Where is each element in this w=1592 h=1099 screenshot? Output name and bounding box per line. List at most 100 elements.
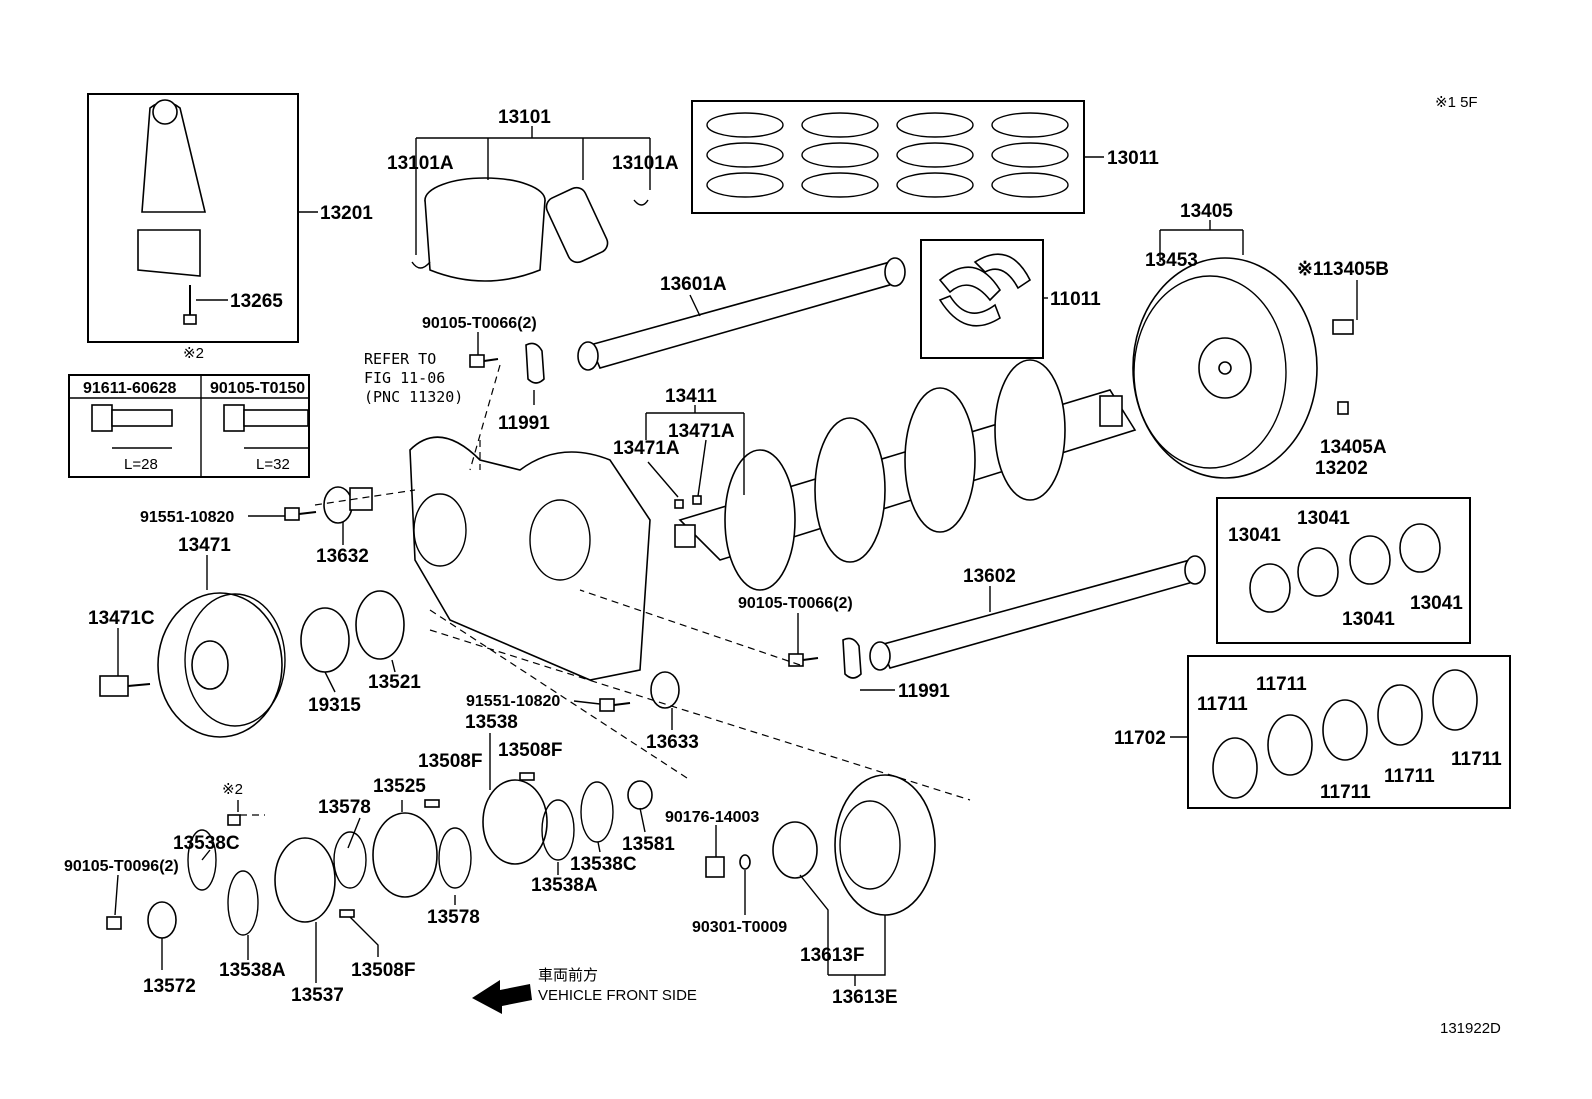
- callout-13613F[interactable]: 13613F: [800, 945, 864, 966]
- plate-11991-b: [842, 637, 862, 679]
- callout-13101A-left[interactable]: 13101A: [387, 153, 454, 174]
- bolt-90105-a: [469, 354, 499, 368]
- callout-90105-T0096[interactable]: 90105-T0096(2): [64, 858, 179, 875]
- callout-13041-b[interactable]: 13041: [1297, 508, 1350, 529]
- callout-13525[interactable]: 13525: [373, 776, 426, 797]
- callout-91551-10820-lower[interactable]: 91551-10820: [466, 693, 560, 710]
- callout-13041-c[interactable]: 13041: [1342, 609, 1395, 630]
- callout-13632[interactable]: 13632: [316, 546, 369, 567]
- callout-13508F-b[interactable]: 13508F: [498, 740, 562, 761]
- callout-13041-d[interactable]: 13041: [1410, 593, 1463, 614]
- callout-13581[interactable]: 13581: [622, 834, 675, 855]
- callout-11011[interactable]: 11011: [1050, 289, 1101, 310]
- refer-line-1: REFER TO: [364, 350, 436, 368]
- callout-13201[interactable]: 13201: [320, 203, 373, 224]
- lower-assembly-drawing: [106, 772, 936, 939]
- callout-13508F-c[interactable]: 13508F: [351, 960, 415, 981]
- bolt-table-col1-part[interactable]: 91611-60628: [83, 380, 177, 397]
- callout-13405[interactable]: 13405: [1180, 201, 1233, 222]
- callout-90301-T0009[interactable]: 90301-T0009: [692, 919, 787, 936]
- flywheel-drawing: [1132, 257, 1354, 479]
- gear-13633: [650, 671, 680, 709]
- callout-11711-b[interactable]: 11711: [1256, 674, 1307, 695]
- leader-lines: [114, 126, 1358, 986]
- callout-13101[interactable]: 13101: [498, 107, 551, 128]
- vehicle-front-arrow-icon: [472, 980, 532, 1014]
- main-bearings-drawing: [1212, 669, 1478, 799]
- callout-91551-10820-upper[interactable]: 91551-10820: [140, 509, 234, 526]
- refer-line-2: FIG 11-06: [364, 369, 445, 387]
- callout-11711-e[interactable]: 11711: [1451, 749, 1502, 770]
- callout-13538A-right[interactable]: 13538A: [531, 875, 598, 896]
- bolt-table-col2-length: L=32: [256, 456, 290, 473]
- callout-13538A-left[interactable]: 13538A: [219, 960, 286, 981]
- callout-13578-upper[interactable]: 13578: [318, 797, 371, 818]
- callout-90105-T0066-upper[interactable]: 90105-T0066(2): [422, 315, 537, 332]
- bolt-90105-b: [788, 653, 819, 667]
- bolt-91551-b: [599, 698, 631, 712]
- bolt-table-col2-part[interactable]: 90105-T0150: [210, 380, 305, 397]
- callout-13471C[interactable]: 13471C: [88, 608, 155, 629]
- callout-13471A-left[interactable]: 13471A: [613, 438, 680, 459]
- callout-11711-c[interactable]: 11711: [1320, 782, 1371, 803]
- callout-13411[interactable]: 13411: [665, 386, 717, 407]
- balance-shaft-upper: [577, 257, 906, 371]
- guide-lines: [240, 364, 971, 816]
- bolt-table-col1-length: L=28: [124, 456, 158, 473]
- note-2: ※2: [222, 781, 243, 798]
- callout-13613E[interactable]: 13613E: [832, 987, 898, 1008]
- callout-13508F-a[interactable]: 13508F: [418, 751, 482, 772]
- bolt-table: [68, 374, 310, 478]
- callout-13471A-right[interactable]: 13471A: [668, 421, 735, 442]
- callout-11702[interactable]: 11702: [1114, 728, 1166, 749]
- timing-housing-drawing: [409, 436, 651, 681]
- callout-13011[interactable]: 13011: [1107, 148, 1159, 169]
- callout-13538C-right[interactable]: 13538C: [570, 854, 637, 875]
- callout-13101A-right[interactable]: 13101A: [612, 153, 679, 174]
- piston-rings-drawing: [706, 112, 1069, 198]
- bolt-91551-a: [284, 507, 317, 521]
- callout-13202[interactable]: 13202: [1315, 458, 1368, 479]
- connecting-rod-drawing: [137, 99, 207, 325]
- corner-note: ※1 5F: [1435, 94, 1478, 111]
- callout-13405B[interactable]: ※113405B: [1297, 259, 1389, 280]
- callout-13521[interactable]: 13521: [368, 672, 421, 693]
- crank-pulley-drawing: [99, 592, 286, 738]
- callout-19315[interactable]: 19315: [308, 695, 361, 716]
- callout-13405A[interactable]: 13405A: [1320, 437, 1387, 458]
- callout-11711-d[interactable]: 11711: [1384, 766, 1435, 787]
- callout-11991-lower[interactable]: 11991: [898, 681, 950, 702]
- callout-13578-lower[interactable]: 13578: [427, 907, 480, 928]
- callout-13538C-left[interactable]: 13538C: [173, 833, 240, 854]
- crankshaft-drawing: [674, 359, 1137, 591]
- gear-13632: [323, 486, 373, 524]
- callout-13601A[interactable]: 13601A: [660, 274, 727, 295]
- thrust-washer-box: [920, 239, 1044, 359]
- ring-19315: [300, 607, 350, 673]
- callout-90176-14003[interactable]: 90176-14003: [665, 809, 759, 826]
- callout-13471[interactable]: 13471: [178, 535, 231, 556]
- callout-13572[interactable]: 13572: [143, 976, 196, 997]
- callout-13602[interactable]: 13602: [963, 566, 1016, 587]
- callout-13041-a[interactable]: 13041: [1228, 525, 1281, 546]
- callout-13633[interactable]: 13633: [646, 732, 699, 753]
- callout-11991-upper[interactable]: 11991: [498, 413, 550, 434]
- connecting-rod-box: [87, 93, 299, 343]
- callout-13537[interactable]: 13537: [291, 985, 344, 1006]
- main-bearing-box: [1187, 655, 1511, 809]
- callout-11711-a[interactable]: 11711: [1197, 694, 1248, 715]
- gear-13521: [355, 590, 405, 660]
- callout-13265[interactable]: 13265: [230, 291, 283, 312]
- callout-13453[interactable]: 13453: [1145, 250, 1198, 271]
- figure-id: 131922D: [1440, 1020, 1501, 1037]
- direction-jp: 車両前方: [538, 967, 598, 984]
- conrod-bearings-drawing: [1249, 523, 1441, 613]
- plate-11991-a: [525, 342, 545, 384]
- thrust-washers-drawing: [938, 253, 1032, 327]
- callout-90105-T0066-lower[interactable]: 90105-T0066(2): [738, 595, 853, 612]
- conrod-bearing-box: [1216, 497, 1471, 644]
- callout-13538[interactable]: 13538: [465, 712, 518, 733]
- keys-13471A: [674, 495, 702, 509]
